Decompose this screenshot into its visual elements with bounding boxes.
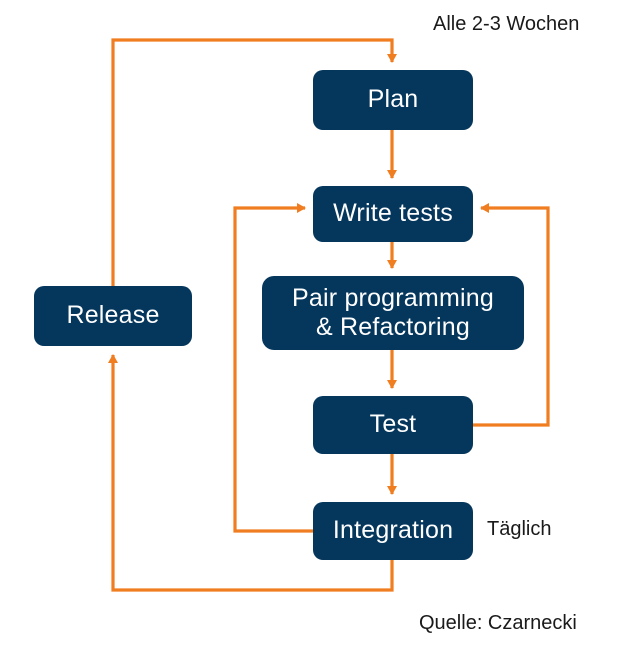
node-pair-programming[interactable]: Pair programming & Refactoring (262, 276, 524, 350)
node-integration-label: Integration (332, 516, 454, 545)
connector-integration-to-release (108, 354, 394, 592)
node-release-label: Release (66, 301, 160, 330)
node-release[interactable]: Release (34, 286, 192, 346)
node-plan[interactable]: Plan (313, 70, 473, 130)
caption-cadence: Alle 2-3 Wochen (433, 13, 580, 35)
caption-daily: Täglich (487, 518, 552, 540)
connector-integration-to-write-tests (233, 203, 313, 533)
node-write-tests[interactable]: Write tests (313, 186, 473, 242)
node-test[interactable]: Test (313, 396, 473, 454)
node-integration[interactable]: Integration (313, 502, 473, 560)
caption-source: Quelle: Czarnecki (419, 612, 577, 634)
node-plan-label: Plan (367, 85, 419, 114)
connector-test-to-write-tests-loop (473, 203, 550, 427)
node-pair-programming-label: Pair programming & Refactoring (292, 283, 494, 342)
connector-release-to-plan (111, 38, 397, 286)
node-write-tests-label: Write tests (333, 199, 453, 228)
node-test-label: Test (369, 410, 417, 439)
